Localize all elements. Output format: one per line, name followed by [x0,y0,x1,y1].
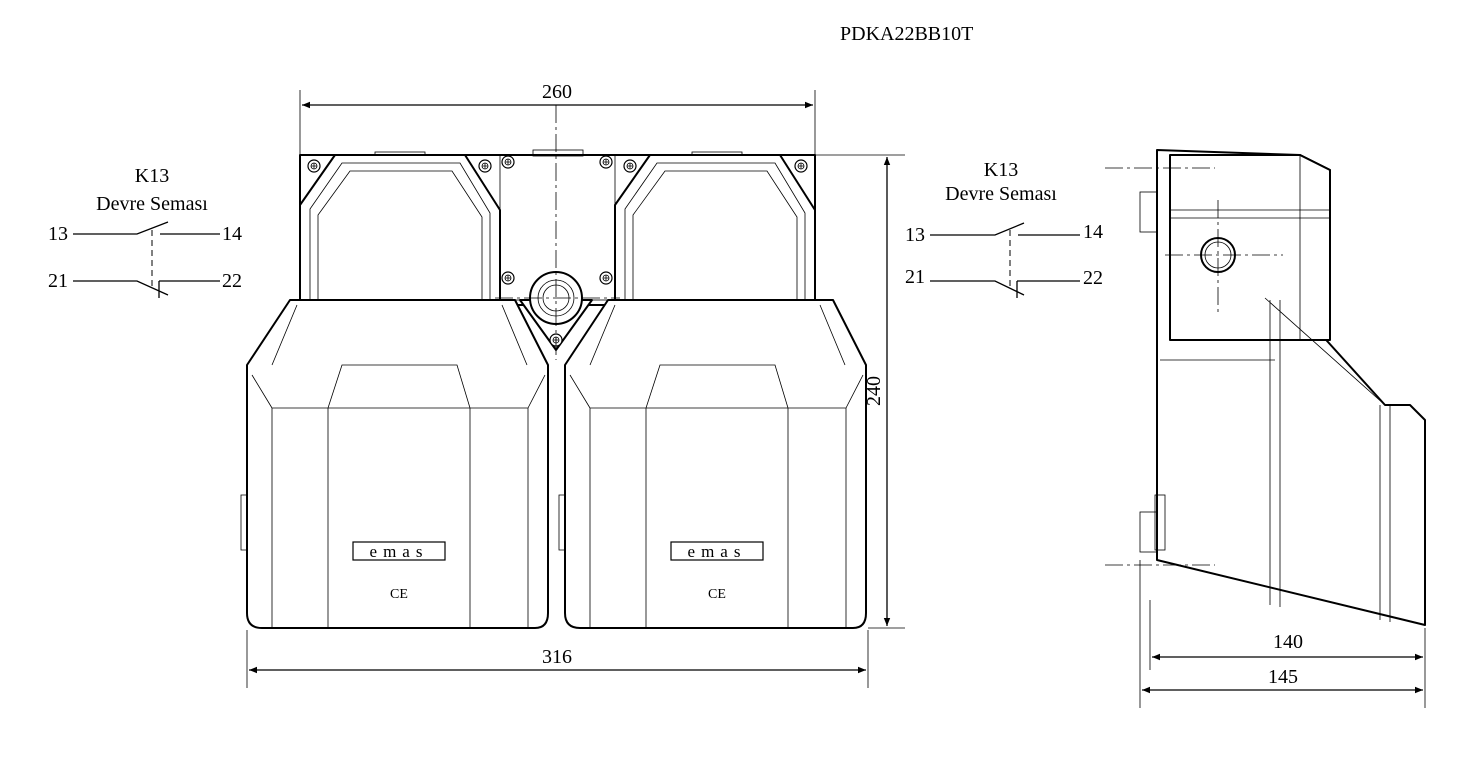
dim-width-top: 260 [542,81,572,103]
terminal-14: 14 [1083,221,1103,243]
schema-subheading: Devre Seması [96,193,208,215]
circuit-schema-left: K13 Devre Seması 13 14 21 22 [48,165,242,298]
circuit-schema-right: K13 Devre Seması 13 14 21 22 [905,159,1103,298]
terminal-14: 14 [222,223,242,245]
dim-depth-inner: 140 [1273,631,1303,653]
model-title: PDKA22BB10T [840,23,973,45]
right-body [558,299,867,629]
front-view: emas emas CE CE [240,105,867,629]
schema-subheading: Devre Seması [945,183,1057,205]
dim-width-total: 316 [542,646,572,668]
terminal-22: 22 [222,270,242,292]
dim-height: 240 [863,376,885,406]
svg-text:emas: emas [370,542,429,561]
dim-depth-total: 145 [1268,666,1298,688]
side-view [1105,149,1426,626]
schema-heading: K13 [984,159,1018,181]
ce-mark: CE [390,587,408,602]
terminal-13: 13 [905,224,925,246]
ce-mark: CE [708,587,726,602]
schema-heading: K13 [135,165,169,187]
terminal-13: 13 [48,223,68,245]
terminal-21: 21 [48,270,68,292]
terminal-22: 22 [1083,267,1103,289]
brand-logo: emas emas [352,541,764,561]
dimensions: 260 316 240 140 145 [246,81,1426,708]
terminal-21: 21 [905,266,925,288]
svg-text:emas: emas [688,542,747,561]
left-body [240,299,549,629]
